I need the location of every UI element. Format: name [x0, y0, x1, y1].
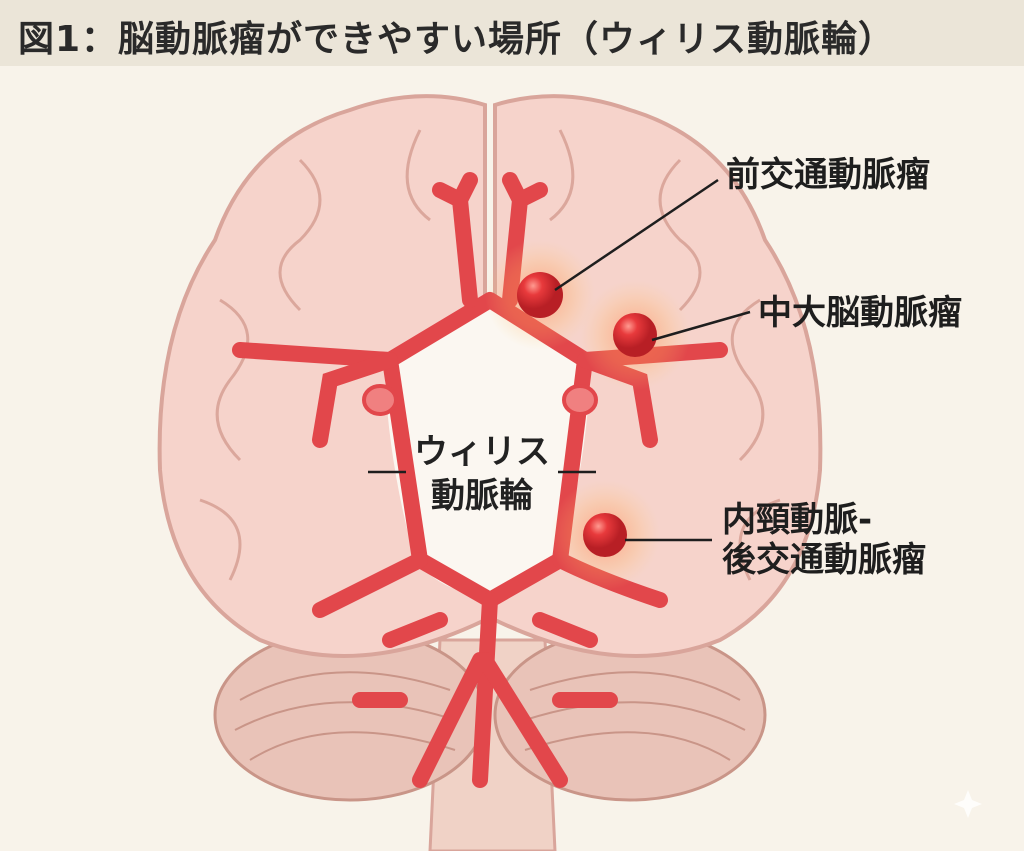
label-ica-pcom-line1: 内頸動脈-: [722, 500, 873, 540]
figure-title: 図1：脳動脈瘤ができやすい場所（ウィリス動脈輪）: [18, 19, 896, 60]
label-ica-pcom-aneurysm: 内頸動脈- 後交通動脈瘤: [722, 500, 926, 580]
center-label-line1: ウィリス: [414, 432, 550, 472]
label-acom-aneurysm: 前交通動脈瘤: [726, 155, 930, 195]
circle-of-willis-label: ウィリス 動脈輪: [382, 430, 582, 518]
gyri: [199, 129, 781, 581]
sparkle-watermark: [954, 790, 982, 818]
aneurysm-mca: [613, 313, 657, 357]
brain-diagram: [157, 94, 982, 851]
label-mca-aneurysm: 中大脳動脈瘤: [758, 293, 962, 333]
title-bar: 図1：脳動脈瘤ができやすい場所（ウィリス動脈輪）: [0, 0, 1024, 66]
leader-lines: [368, 178, 751, 542]
aneurysm-acom: [517, 272, 563, 318]
center-label-line2: 動脈輪: [431, 476, 533, 516]
label-ica-pcom-line2: 後交通動脈瘤: [722, 540, 926, 580]
cerebrum-left: [157, 94, 487, 658]
aneurysm-ica-pcom: [583, 513, 627, 557]
